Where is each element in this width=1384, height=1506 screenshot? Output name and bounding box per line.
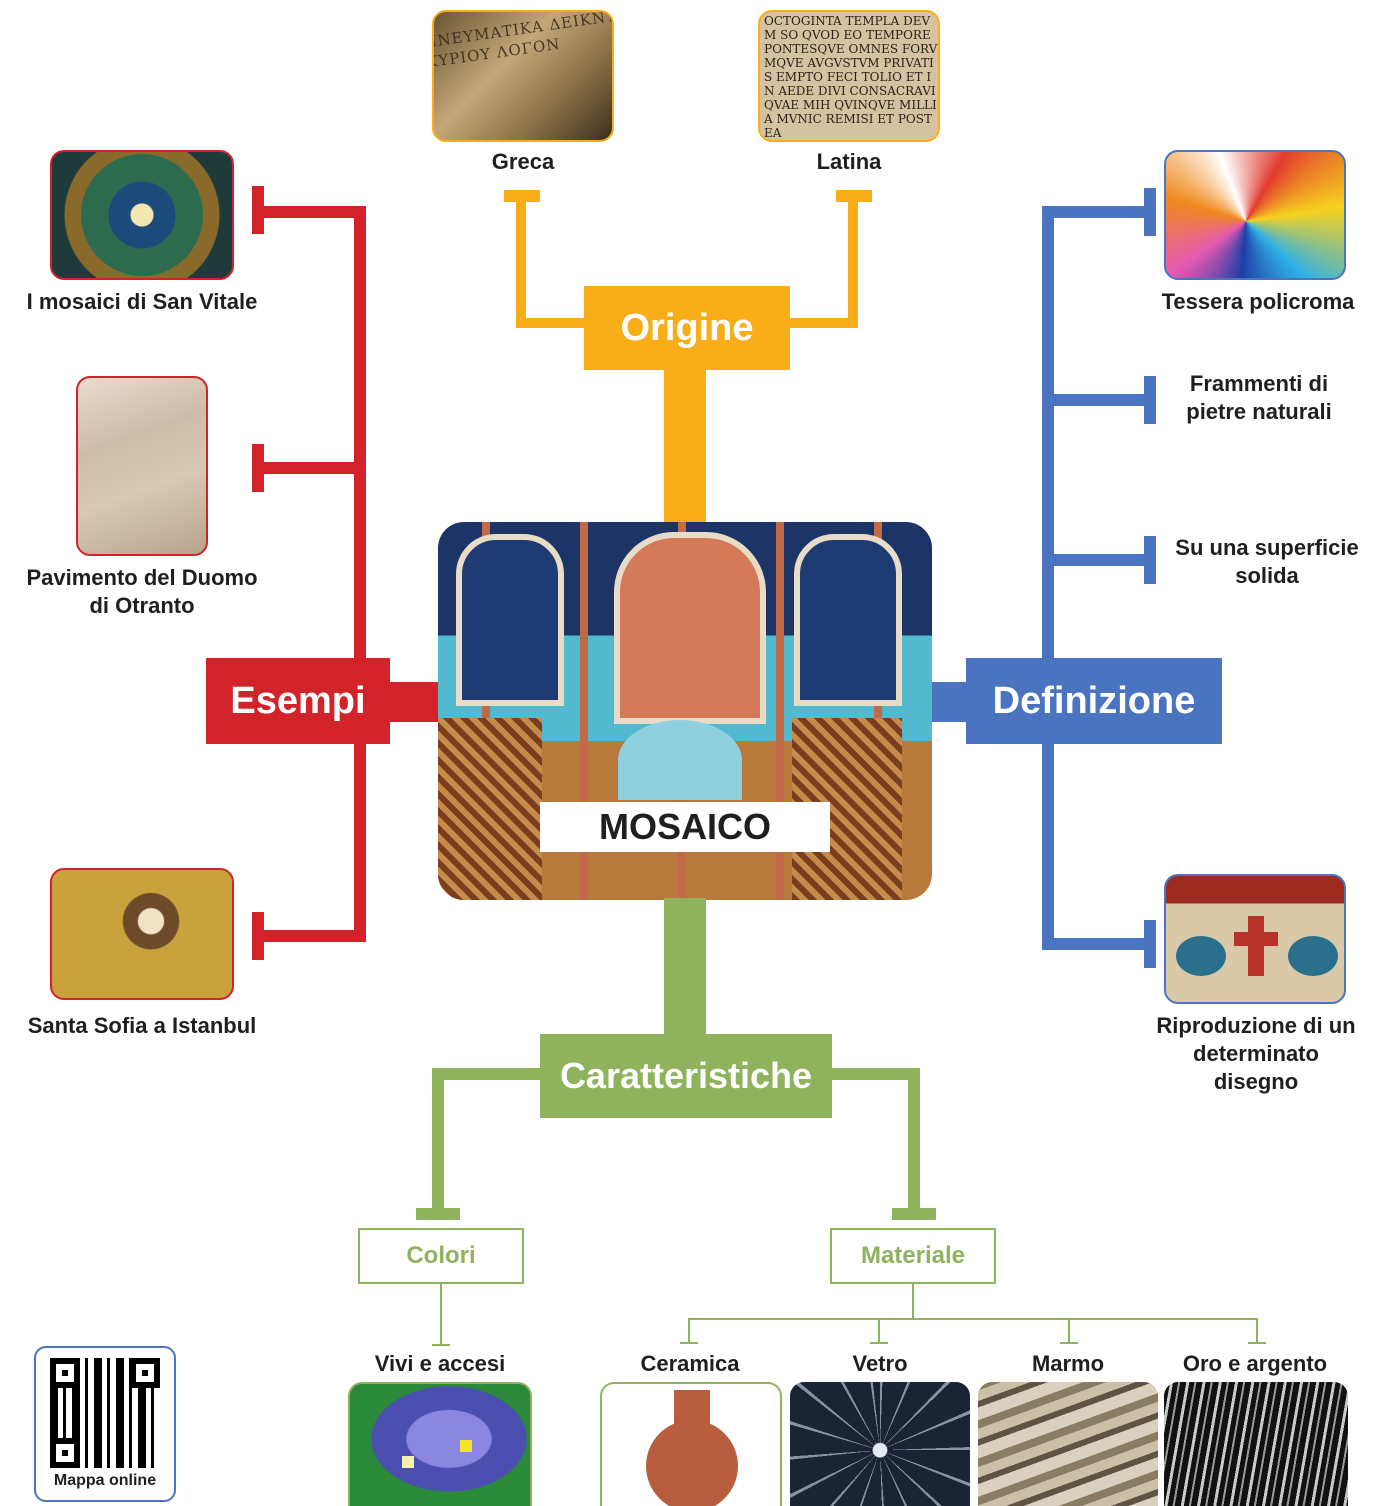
mat-drop-1 xyxy=(688,1318,690,1344)
colori-box: Colori xyxy=(358,1228,524,1284)
peacock-mosaic-image xyxy=(1164,874,1346,1004)
mat-drop-4 xyxy=(1256,1318,1258,1344)
esempi-cap-2 xyxy=(252,444,264,492)
greek-script-image: ΠΝΕΥΜΑΤΙΚΑ ΔΕΙΚΝΥΣ ΚΥΡΙΟΥ ΛΟΓΟΝ xyxy=(432,10,614,142)
esempi-connector xyxy=(380,682,442,722)
ceramic-jug-image xyxy=(600,1382,782,1506)
broken-glass-image xyxy=(790,1382,970,1506)
greek-script-text: ΠΝΕΥΜΑΤΙΚΑ ΔΕΙΚΝΥΣ ΚΥΡΙΟΥ ΛΟΓΟΝ xyxy=(432,10,614,72)
definizione-cap-1 xyxy=(1144,188,1156,236)
qr-card[interactable]: Mappa online xyxy=(34,1346,176,1502)
mat-drop-2 xyxy=(878,1318,880,1344)
esempi-trunk xyxy=(354,206,366,942)
mat-cap-2 xyxy=(870,1342,888,1344)
definizione-branch-4 xyxy=(1042,938,1150,950)
peacock-right-icon xyxy=(1288,936,1338,976)
mat-cap-3 xyxy=(1060,1342,1078,1344)
origine-right-cap xyxy=(836,190,872,202)
qr-finder-tr-icon xyxy=(130,1358,160,1388)
definizione-trunk xyxy=(1042,206,1054,948)
definizione-item-riproduzione: Riproduzione di un determinato disegno xyxy=(1156,1013,1356,1094)
definizione-branch-3 xyxy=(1042,554,1150,566)
mosaic-panel-right xyxy=(794,534,902,706)
definizione-item-tessera: Tessera policroma xyxy=(1161,289,1355,314)
definizione-branch-1 xyxy=(1042,206,1150,218)
qr-code-icon xyxy=(50,1358,160,1468)
car-right-v xyxy=(908,1068,920,1212)
esempi-branch-1 xyxy=(256,206,366,218)
esempi-branch-3 xyxy=(256,930,366,942)
mosaic-panel-left xyxy=(456,534,564,706)
origine-item-latina: Latina xyxy=(816,149,882,174)
caratteristiche-stem xyxy=(664,898,706,1038)
esempi-item-san-vitale: I mosaici di San Vitale xyxy=(26,289,258,314)
origine-right-v xyxy=(848,200,858,328)
car-right-h xyxy=(830,1068,920,1080)
esempi-cap-3 xyxy=(252,912,264,960)
vivid-colors-image xyxy=(348,1382,532,1506)
cross-icon xyxy=(1248,916,1264,976)
central-mosaic-image xyxy=(438,522,932,900)
peacock-left-icon xyxy=(1176,936,1226,976)
latin-inscription-text: OCTOGINTA TEMPLA DEVM SO QVOD EO TEMPORE… xyxy=(764,14,938,140)
mosaic-panel-center xyxy=(614,532,766,724)
santa-sofia-image xyxy=(50,868,234,1000)
polychrome-tile-image xyxy=(1164,150,1346,280)
cross-arm-icon xyxy=(1234,932,1278,946)
origine-left-h xyxy=(516,318,586,328)
marble-image xyxy=(978,1382,1158,1506)
materiale-box: Materiale xyxy=(830,1228,996,1284)
definizione-cap-2 xyxy=(1144,376,1156,424)
materiale-item-marmo: Marmo xyxy=(1031,1351,1105,1376)
otranto-floor-image xyxy=(76,376,208,556)
colori-line-cap xyxy=(432,1344,450,1346)
esempi-item-santa-sofia: Santa Sofia a Istanbul xyxy=(27,1013,257,1038)
definizione-cap-4 xyxy=(1144,920,1156,968)
car-left-cap xyxy=(416,1208,460,1220)
materiale-h-line xyxy=(688,1318,1258,1320)
definizione-branch-2 xyxy=(1042,394,1150,406)
origine-item-greca: Greca xyxy=(491,149,555,174)
window-left xyxy=(438,718,542,900)
esempi-cap-1 xyxy=(252,186,264,234)
materiale-item-oro-argento: Oro e argento xyxy=(1182,1351,1328,1376)
origine-left-cap xyxy=(504,190,540,202)
center-title: MOSAICO xyxy=(540,802,830,852)
materiale-item-vetro: Vetro xyxy=(852,1351,908,1376)
esempi-item-otranto: Pavimento del Duomo di Otranto xyxy=(26,565,258,618)
silverware-image xyxy=(1164,1382,1348,1506)
caratteristiche-header: Caratteristiche xyxy=(540,1034,832,1118)
yellow-tile-icon xyxy=(460,1440,472,1452)
origine-header: Origine xyxy=(584,286,790,370)
qr-finder-bl-icon xyxy=(50,1438,80,1468)
car-right-cap xyxy=(892,1208,936,1220)
materiale-item-ceramica: Ceramica xyxy=(640,1351,740,1376)
qr-finder-tl-icon xyxy=(50,1358,80,1388)
esempi-header: Esempi xyxy=(206,658,390,744)
jug-neck-icon xyxy=(674,1390,710,1430)
latin-inscription-image: OCTOGINTA TEMPLA DEVM SO QVOD EO TEMPORE… xyxy=(758,10,940,142)
san-vitale-image xyxy=(50,150,234,280)
origine-right-h xyxy=(788,318,858,328)
definizione-cap-3 xyxy=(1144,536,1156,584)
mosaic-arch xyxy=(618,720,742,800)
origine-stem xyxy=(664,368,706,528)
car-left-v xyxy=(432,1068,444,1212)
colori-item-vivi: Vivi e accesi xyxy=(374,1351,506,1376)
definizione-header: Definizione xyxy=(966,658,1222,744)
mat-cap-1 xyxy=(680,1342,698,1344)
car-left-h xyxy=(432,1068,542,1080)
origine-left-v xyxy=(516,200,526,328)
qr-label: Mappa online xyxy=(53,1472,157,1489)
glass-crack-icon xyxy=(790,1382,970,1506)
mat-drop-3 xyxy=(1068,1318,1070,1344)
definizione-item-frammenti: Frammenti di pietre naturali xyxy=(1186,371,1332,424)
esempi-branch-2 xyxy=(256,462,366,474)
materiale-line xyxy=(912,1284,914,1320)
colori-line xyxy=(440,1284,442,1346)
definizione-item-superficie: Su una superficie solida xyxy=(1175,535,1359,588)
mat-cap-4 xyxy=(1248,1342,1266,1344)
jug-body-icon xyxy=(646,1420,738,1506)
white-tile-icon xyxy=(402,1456,414,1468)
